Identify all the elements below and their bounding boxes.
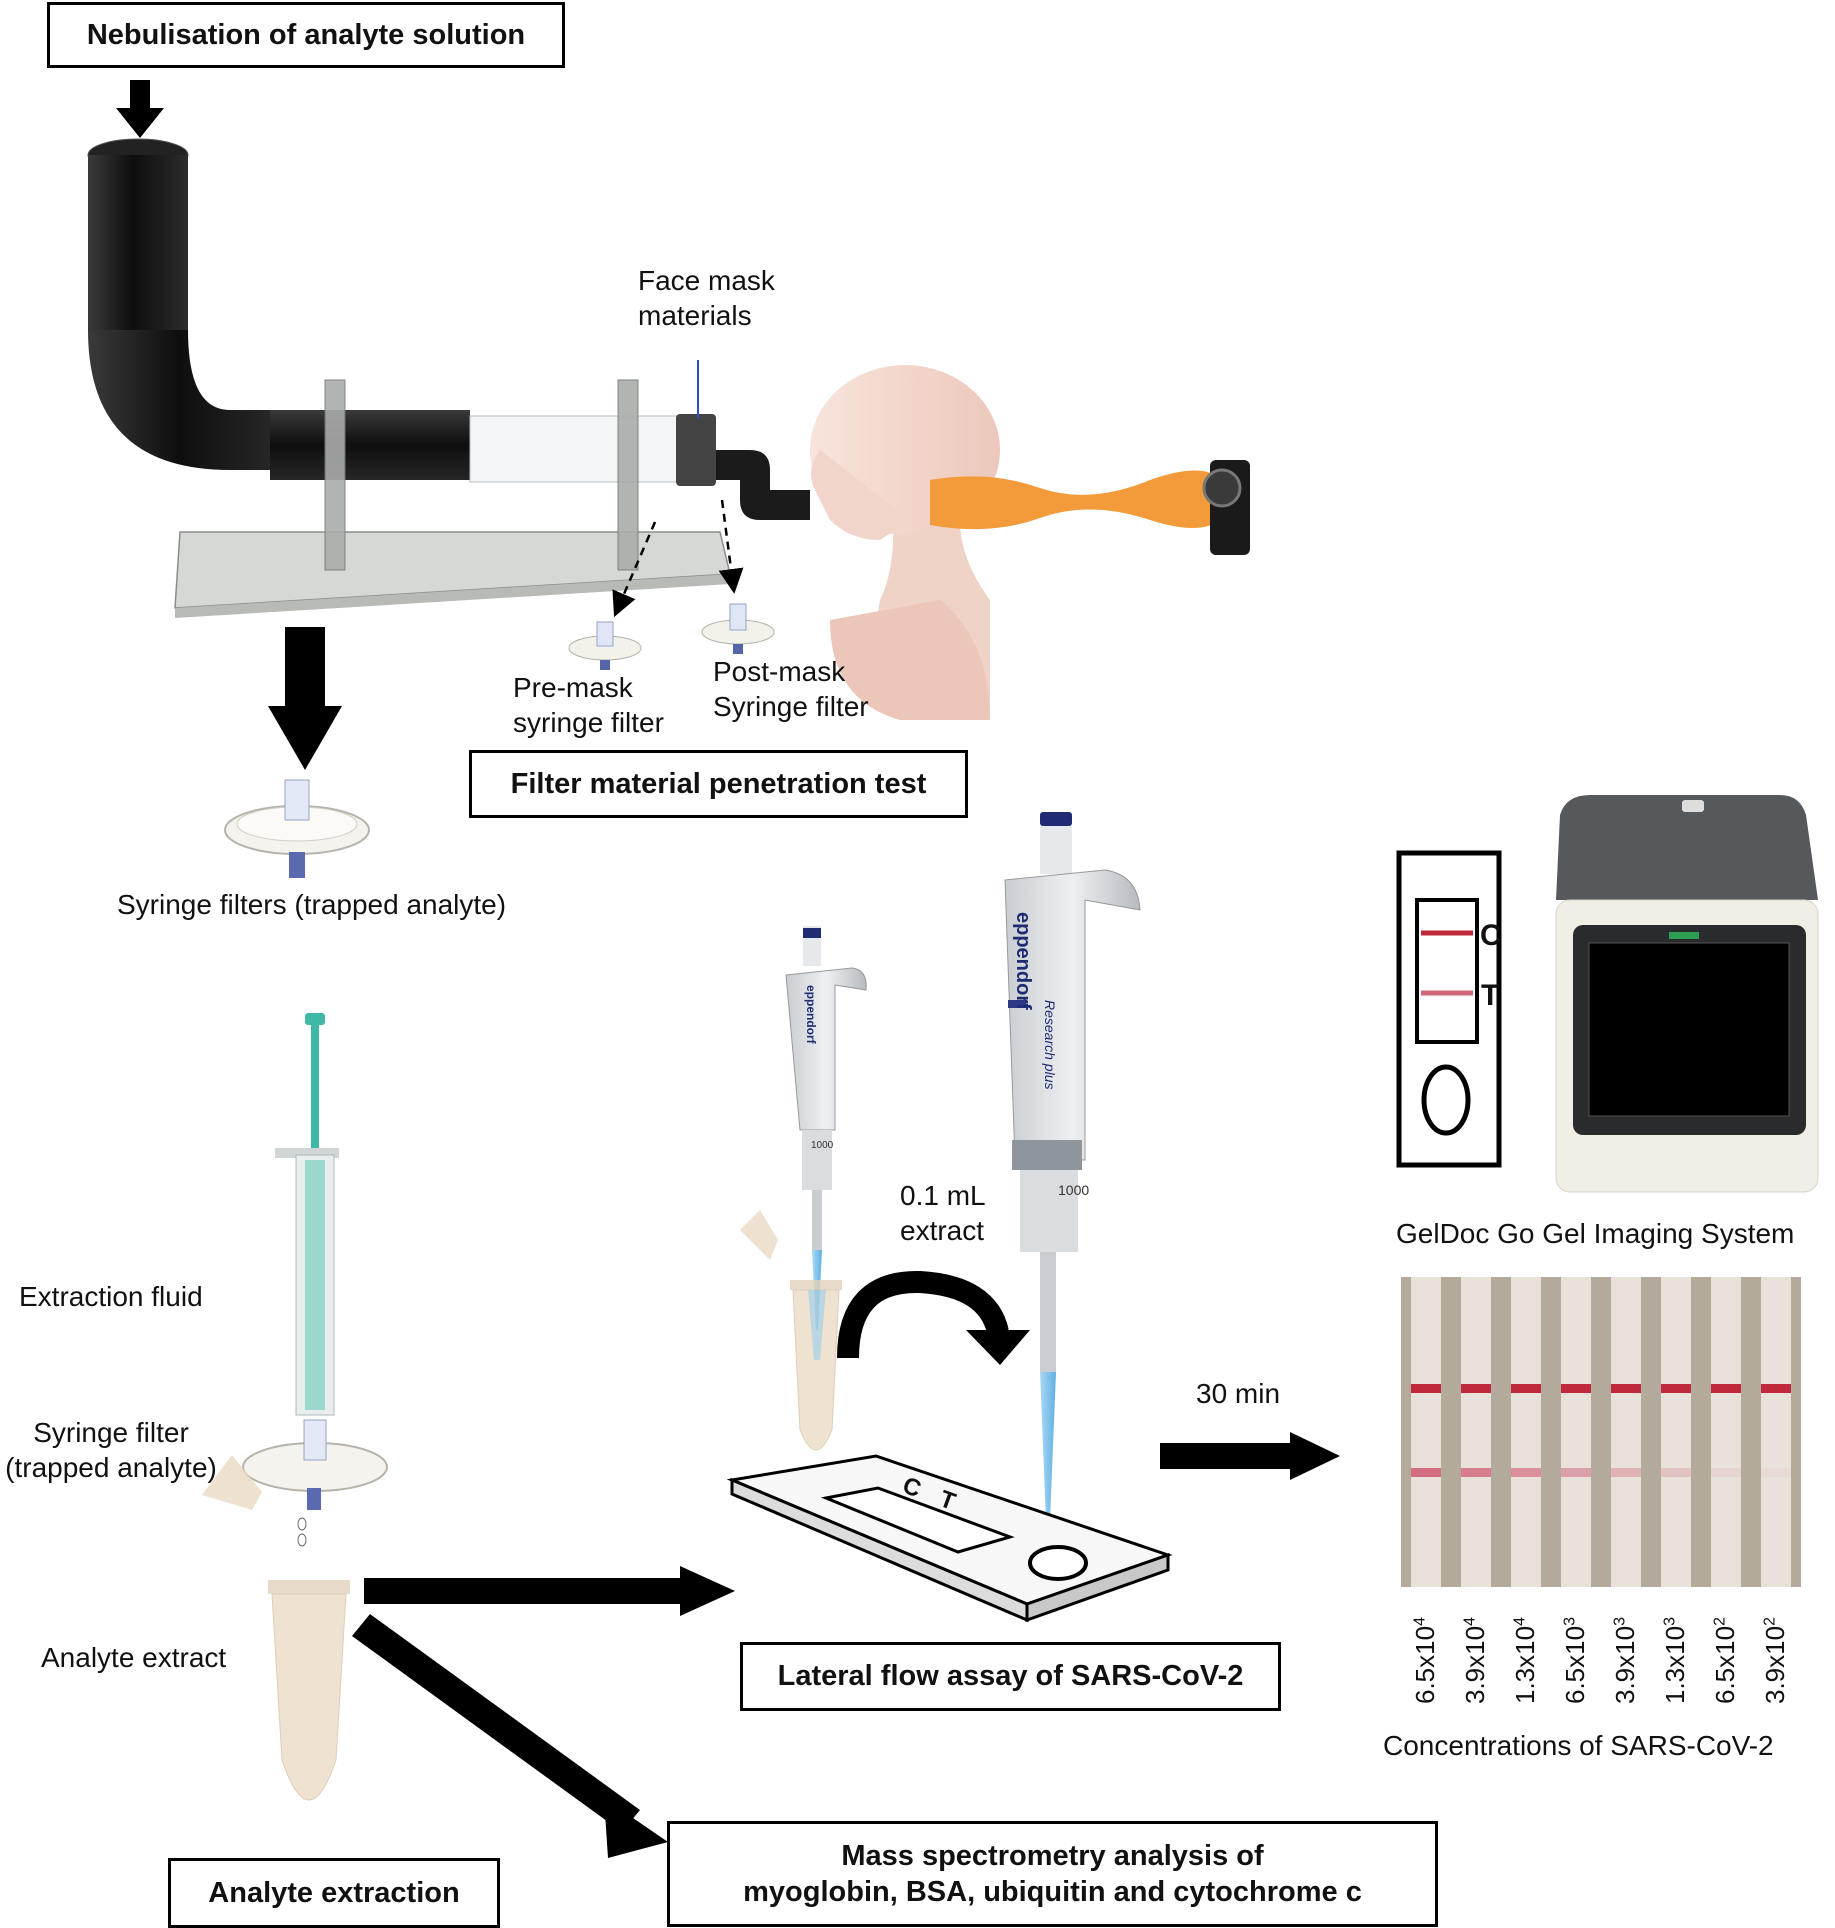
lfa-strip <box>1511 1277 1541 1587</box>
geldoc-imager <box>1555 795 1819 1193</box>
mass-spec-title-2: myoglobin, BSA, ubiquitin and cytochrome… <box>743 1876 1362 1908</box>
pipette-volume: 1000 <box>1058 1182 1090 1198</box>
control-line <box>1411 1384 1441 1393</box>
concentration-tick: 3.9x104 <box>1460 1617 1490 1704</box>
lateral-flow-cassette <box>726 1454 1173 1623</box>
concentration-tick: 1.3x103 <box>1660 1617 1690 1704</box>
analyte-extract-label: Analyte extract <box>41 1642 227 1673</box>
syringe-filters-label: Syringe filters (trapped analyte) <box>117 889 507 920</box>
small-pipette <box>785 926 867 1330</box>
penetration-test-title: Filter material penetration test <box>510 767 927 800</box>
post-mask-filter-icon <box>701 603 775 654</box>
lfa-strip <box>1561 1277 1591 1587</box>
extraction-syringe <box>242 1013 388 1547</box>
concentration-tick: 6.5x103 <box>1560 1617 1590 1704</box>
nebulisation-box: Nebulisation of analyte solution <box>47 2 565 68</box>
arrow-down-nebuliser <box>116 80 164 138</box>
concentration-tick: 1.3x104 <box>1510 1617 1540 1704</box>
pre-mask-filter-icon <box>568 621 642 670</box>
test-line <box>1511 1468 1541 1477</box>
pre-mask-label: Pre-mask syringe filter <box>513 672 664 738</box>
volume-label: 0.1 mL extract <box>900 1180 986 1246</box>
large-pipette <box>1004 812 1141 1520</box>
geldoc-label: GelDoc Go Gel Imaging System <box>1396 1218 1795 1249</box>
pipette-model: Research plus <box>1042 1000 1058 1090</box>
orange-hose <box>930 460 1250 555</box>
time-label: 30 min <box>1196 1378 1281 1409</box>
concentration-tick: 6.5x102 <box>1710 1617 1740 1704</box>
pipette-brand: eppendorf <box>1012 912 1034 1010</box>
lfa-strip <box>1611 1277 1641 1587</box>
lfa-strip <box>1461 1277 1491 1587</box>
penetration-test-box: Filter material penetration test <box>469 750 968 818</box>
lateral-flow-title: Lateral flow assay of SARS-CoV-2 <box>777 1660 1244 1693</box>
mass-spec-box: Mass spectrometry analysis of myoglobin,… <box>667 1821 1438 1927</box>
curved-transfer-arrow <box>837 1270 1030 1365</box>
analyte-extraction-box: Analyte extraction <box>168 1858 500 1928</box>
concentration-tick: 3.9x102 <box>1760 1617 1790 1704</box>
arrow-to-mass-spec <box>352 1614 668 1858</box>
test-line <box>1711 1468 1741 1477</box>
small-pipette-volume: 1000 <box>811 1140 834 1151</box>
analyte-extraction-title: Analyte extraction <box>208 1876 460 1909</box>
dashed-arrow-pre <box>612 521 657 618</box>
control-line <box>1711 1384 1741 1393</box>
arrow-down-to-filters <box>268 627 342 770</box>
lfa-strip <box>1661 1277 1691 1587</box>
lfa-strip <box>1761 1277 1791 1587</box>
concentration-tick: 6.5x104 <box>1410 1617 1440 1704</box>
strip-mark-t: T <box>1481 979 1500 1012</box>
face-mask-label: Face mask materials <box>638 265 775 331</box>
lfa-strip-schematic <box>1396 850 1502 1168</box>
nebulisation-title: Nebulisation of analyte solution <box>86 18 526 51</box>
strip-mark-c: C <box>1480 919 1502 952</box>
control-line <box>1661 1384 1691 1393</box>
control-line <box>1461 1384 1491 1393</box>
control-line <box>1761 1384 1791 1393</box>
test-line <box>1761 1468 1791 1477</box>
test-line <box>1611 1468 1641 1477</box>
concentration-tick: 3.9x103 <box>1610 1617 1640 1704</box>
mass-spec-title-1: Mass spectrometry analysis of <box>841 1839 1264 1872</box>
test-line <box>1661 1468 1691 1477</box>
post-mask-label: Post-mask Syringe filter <box>713 656 869 722</box>
lfa-strip <box>1711 1277 1741 1587</box>
test-line <box>1561 1468 1591 1477</box>
nebuliser-rig <box>87 138 810 618</box>
lateral-flow-box: Lateral flow assay of SARS-CoV-2 <box>740 1642 1281 1711</box>
small-pipette-brand: eppendorf <box>804 985 818 1044</box>
test-line <box>1411 1468 1441 1477</box>
arrow-to-results <box>1160 1432 1340 1480</box>
concentrations-label: Concentrations of SARS-CoV-2 <box>1383 1730 1774 1761</box>
control-line <box>1561 1384 1591 1393</box>
test-line <box>1461 1468 1491 1477</box>
dashed-arrow-post <box>718 499 744 594</box>
syringe-filter-label: Syringe filter (trapped analyte) <box>5 1417 217 1483</box>
arrow-to-lfa <box>364 1566 735 1616</box>
syringe-filter-large-icon <box>224 779 370 878</box>
small-tube <box>740 1210 842 1451</box>
lfa-strip <box>1411 1277 1441 1587</box>
extraction-fluid-label: Extraction fluid <box>19 1281 203 1312</box>
control-line <box>1511 1384 1541 1393</box>
control-line <box>1611 1384 1641 1393</box>
analyte-extract-tube <box>202 1455 350 1801</box>
